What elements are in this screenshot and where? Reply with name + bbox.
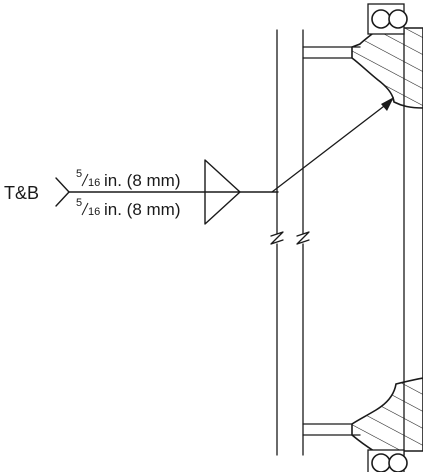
fraction-denominator: 16 <box>88 177 100 189</box>
lower-weld-flange <box>302 423 361 436</box>
weld-symbol <box>55 97 394 225</box>
tail-label: T&B <box>4 183 39 203</box>
arrow-side-dimension: 5 16 in. (8 mm) <box>76 168 181 190</box>
fillet-weld-symbol <box>204 159 241 225</box>
arrow-head <box>381 97 394 111</box>
other-side-size: in. (8 mm) <box>104 200 181 219</box>
upper-weld-flange <box>302 46 361 59</box>
arrow-side-size: in. (8 mm) <box>104 171 181 190</box>
section-body <box>351 27 423 452</box>
plate-right-line <box>296 29 310 456</box>
bolt-circles-top <box>367 3 408 35</box>
bolt-circles-bottom <box>367 449 408 472</box>
plate-left-line <box>270 29 284 456</box>
fraction-numerator: 5 <box>76 197 82 209</box>
arrow-line <box>271 99 393 193</box>
fraction-numerator: 5 <box>76 168 82 180</box>
other-side-dimension: 5 16 in. (8 mm) <box>76 197 181 219</box>
fraction-denominator: 16 <box>88 206 100 218</box>
weld-tail <box>55 177 70 207</box>
